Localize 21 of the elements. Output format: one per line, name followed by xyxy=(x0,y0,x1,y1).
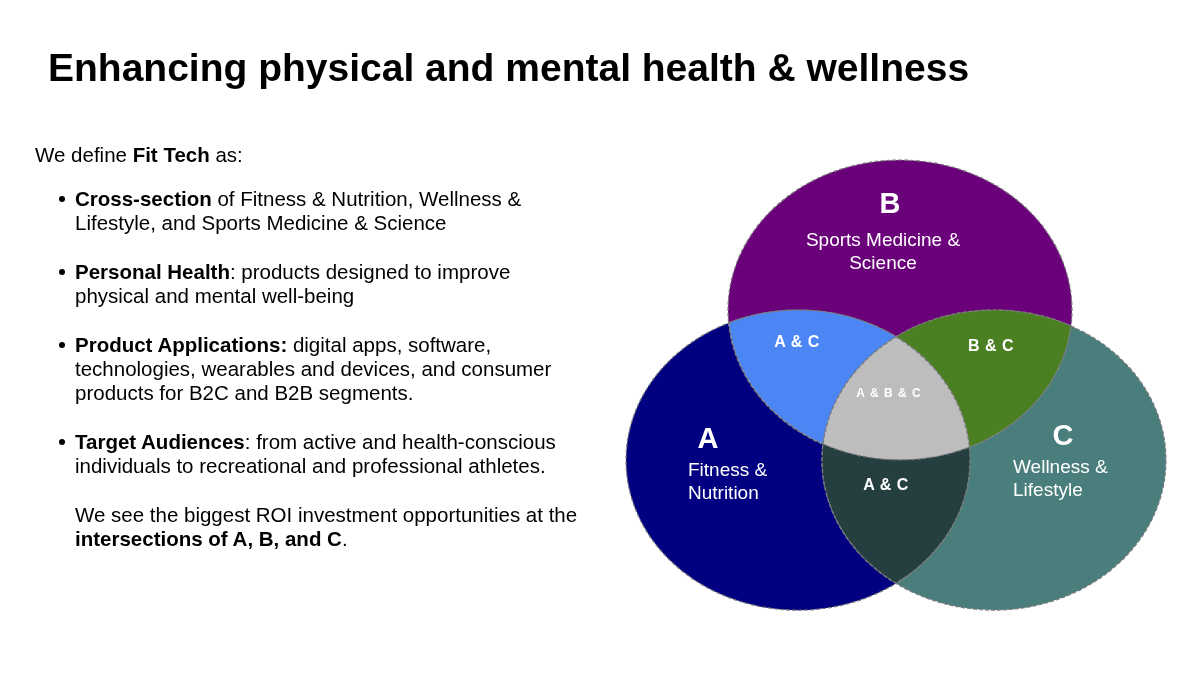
overlap-region xyxy=(895,309,1072,449)
set-label: Fitness & Nutrition xyxy=(688,458,769,504)
set-letter: C xyxy=(1052,419,1074,451)
bullet-text: Personal Health: products designed to improve physical and mental well-being xyxy=(75,260,512,308)
set-label: Wellness & Lifestyle xyxy=(1013,455,1109,501)
bullet-text: Target Audiences: from active and health-conscious individuals to recreational and professional athletes. xyxy=(75,430,557,478)
overlap-label: A & C xyxy=(862,475,910,495)
overlap-label: A & B & C xyxy=(855,386,923,400)
set-letter: A xyxy=(697,422,719,454)
bullet-text: Cross-section of Fitness & Nutrition, Wellness & Lifestyle, and Sports Medicine & Science xyxy=(75,187,523,235)
overlap-label: B & C xyxy=(967,336,1015,356)
set-label: Sports Medicine & Science xyxy=(805,228,961,274)
closing-text: We see the biggest ROI investment opportunities at the intersections of A, B, and C. xyxy=(75,503,579,551)
overlap-label: A & C xyxy=(773,332,821,352)
overlap-region xyxy=(727,309,897,446)
intro-text: We define Fit Tech as: xyxy=(35,143,244,167)
bullet-text: Product Applications: digital apps, software, technologies, wearables and devices, and consumer products for B2C and B2B segments. xyxy=(75,333,553,405)
overlap-region xyxy=(821,335,971,461)
overlap-region xyxy=(821,443,971,585)
set-letter: B xyxy=(879,187,901,219)
slide-title: Enhancing physical and mental health & wellness xyxy=(48,46,970,90)
